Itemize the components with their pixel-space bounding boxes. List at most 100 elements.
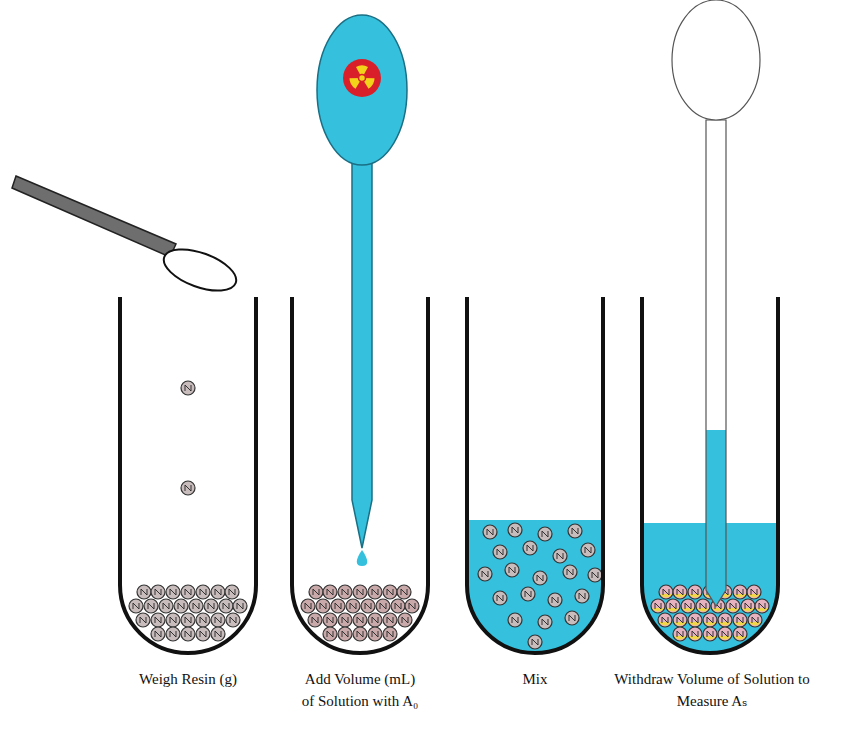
resin-bead xyxy=(548,593,562,607)
resin-bead xyxy=(181,481,195,495)
resin-bead xyxy=(368,585,382,599)
resin-bead xyxy=(166,585,180,599)
resin-bead xyxy=(316,599,330,613)
resin-bead xyxy=(493,545,507,559)
resin-bead xyxy=(553,549,567,563)
resin-bead xyxy=(211,627,225,641)
resin-bead xyxy=(196,585,210,599)
resin-bead xyxy=(391,599,405,613)
resin-bead xyxy=(361,599,375,613)
step-caption: Mix xyxy=(495,668,575,690)
resin-bead xyxy=(673,613,687,627)
resin-bead xyxy=(748,613,762,627)
resin-beads xyxy=(129,381,769,649)
resin-bead xyxy=(733,585,747,599)
resin-bead xyxy=(688,585,702,599)
resin-bead xyxy=(151,627,165,641)
resin-bead xyxy=(166,613,180,627)
resin-bead xyxy=(741,599,755,613)
resin-bead xyxy=(204,599,218,613)
resin-bead xyxy=(368,613,382,627)
step-caption: Weigh Resin (g) xyxy=(108,668,268,690)
resin-bead xyxy=(308,613,322,627)
resin-bead xyxy=(508,523,522,537)
resin-bead xyxy=(538,615,552,629)
resin-bead xyxy=(565,611,579,625)
resin-bead xyxy=(405,599,419,613)
resin-bead xyxy=(581,543,595,557)
resin-bead xyxy=(309,585,323,599)
resin-bead xyxy=(533,571,547,585)
resin-bead xyxy=(346,599,360,613)
resin-bead xyxy=(505,563,519,577)
resin-bead xyxy=(233,599,247,613)
resin-bead xyxy=(398,613,412,627)
resin-bead xyxy=(323,627,337,641)
test-tube xyxy=(120,297,256,653)
test-tubes xyxy=(120,297,778,653)
resin-bead xyxy=(174,599,188,613)
resin-bead xyxy=(673,627,687,641)
resin-bead xyxy=(219,599,233,613)
resin-bead xyxy=(181,627,195,641)
resin-bead xyxy=(353,585,367,599)
resin-bead xyxy=(331,599,345,613)
resin-bead xyxy=(368,627,382,641)
resin-bead xyxy=(353,627,367,641)
resin-bead xyxy=(383,613,397,627)
resin-bead xyxy=(181,381,195,395)
resin-bead xyxy=(588,568,602,582)
resin-bead xyxy=(733,613,747,627)
resin-bead xyxy=(521,587,535,601)
resin-bead xyxy=(211,585,225,599)
resin-bead xyxy=(666,599,680,613)
resin-bead xyxy=(376,599,390,613)
step-caption: Add Volume (mL) of Solution with A₀ xyxy=(299,668,421,712)
resin-bead xyxy=(575,589,589,603)
resin-bead xyxy=(688,627,702,641)
resin-bead xyxy=(159,599,173,613)
resin-bead xyxy=(383,627,397,641)
resin-bead xyxy=(151,585,165,599)
resin-bead xyxy=(144,599,158,613)
resin-bead xyxy=(681,599,695,613)
dropper-radioactive xyxy=(317,15,407,566)
resin-bead xyxy=(493,591,507,605)
resin-bead xyxy=(151,613,165,627)
resin-bead xyxy=(338,585,352,599)
resin-bead xyxy=(688,613,702,627)
resin-bead xyxy=(508,613,522,627)
test-tube xyxy=(467,297,603,653)
resin-bead xyxy=(301,599,315,613)
resin-bead xyxy=(129,599,143,613)
resin-bead xyxy=(755,599,769,613)
resin-bead xyxy=(338,613,352,627)
resin-bead xyxy=(196,627,210,641)
resin-bead xyxy=(563,565,577,579)
resin-bead xyxy=(181,613,195,627)
resin-bead xyxy=(568,524,582,538)
resin-bead xyxy=(226,613,240,627)
resin-bead xyxy=(703,627,717,641)
resin-bead xyxy=(353,613,367,627)
resin-bead xyxy=(166,627,180,641)
resin-bead xyxy=(659,585,673,599)
resin-bead xyxy=(397,585,411,599)
resin-bead xyxy=(225,585,239,599)
resin-bead xyxy=(703,613,717,627)
resin-bead xyxy=(383,585,397,599)
resin-bead xyxy=(137,585,151,599)
resin-bead xyxy=(189,599,203,613)
spatula xyxy=(12,176,242,299)
resin-bead xyxy=(718,627,732,641)
resin-bead xyxy=(673,585,687,599)
resin-bead xyxy=(483,525,497,539)
resin-bead xyxy=(478,567,492,581)
resin-bead xyxy=(323,585,337,599)
step-caption: Withdraw Volume of Solution to Measure A… xyxy=(612,668,812,712)
resin-bead xyxy=(696,599,710,613)
resin-bead xyxy=(338,627,352,641)
resin-bead xyxy=(733,627,747,641)
